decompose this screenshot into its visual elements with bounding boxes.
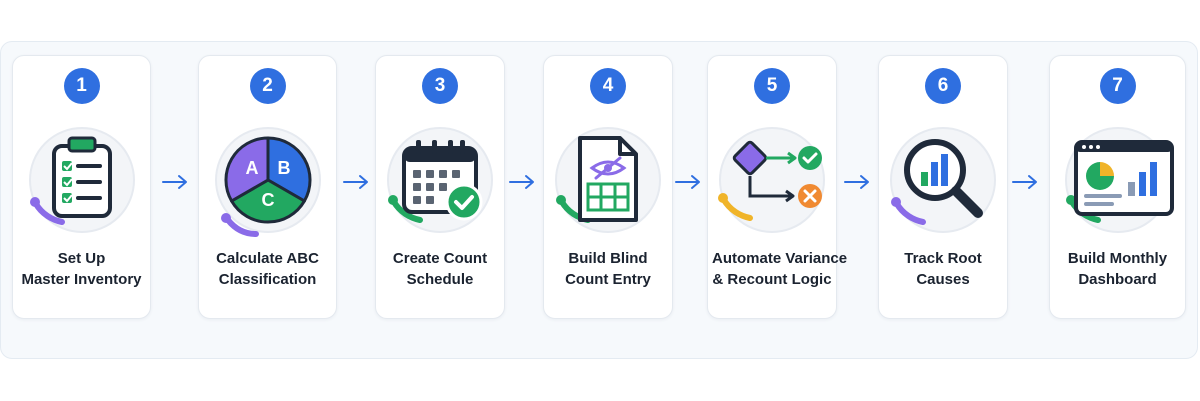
step-title-line2: Master Inventory bbox=[21, 271, 142, 288]
step-card-7: 7 Build Monthly Dashboard bbox=[1049, 55, 1186, 319]
step-title-line1: Build Monthly bbox=[1067, 250, 1168, 267]
step-title-line2: Count Entry bbox=[565, 271, 651, 288]
step-title-line1: Set Up bbox=[57, 250, 106, 267]
clipboard-checklist-icon bbox=[22, 120, 142, 240]
step-title-line2: Schedule bbox=[406, 271, 474, 288]
step-title: Set Up Master Inventory bbox=[17, 248, 146, 290]
step-title: Automate Variance & Recount Logic bbox=[712, 248, 848, 290]
step-title: Build Blind Count Entry bbox=[548, 248, 668, 290]
pie-letter-c: C bbox=[261, 190, 274, 210]
step-title: Calculate ABC Classification bbox=[203, 248, 332, 290]
step-title-line1: Create Count bbox=[392, 250, 488, 267]
step-title: Create Count Schedule bbox=[380, 248, 500, 290]
magnifier-chart-icon bbox=[883, 120, 1003, 240]
right-arrow-icon bbox=[160, 172, 190, 192]
right-arrow-icon bbox=[673, 172, 703, 192]
step-number-badge: 3 bbox=[422, 68, 458, 104]
step-title-line2: Classification bbox=[218, 271, 317, 288]
abc-pie-chart-icon: A B C bbox=[208, 120, 328, 240]
decision-flow-icon bbox=[712, 120, 832, 240]
step-card-6: 6 Track Root Causes bbox=[878, 55, 1008, 319]
step-title-line2: Dashboard bbox=[1078, 271, 1157, 288]
step-title-line2: & Recount Logic bbox=[712, 271, 832, 288]
step-title: Track Root Causes bbox=[883, 248, 1003, 290]
step-number-badge: 5 bbox=[754, 68, 790, 104]
step-card-2: 2 A B C Calculate ABC Classification bbox=[198, 55, 337, 319]
step-card-1: 1 Set Up Master Inventory bbox=[12, 55, 151, 319]
step-number-badge: 6 bbox=[925, 68, 961, 104]
step-title-line1: Build Blind bbox=[568, 250, 648, 267]
hidden-document-icon bbox=[548, 120, 668, 240]
step-title-line1: Track Root bbox=[904, 250, 982, 267]
step-title: Build Monthly Dashboard bbox=[1054, 248, 1181, 290]
dashboard-window-icon bbox=[1058, 120, 1178, 240]
right-arrow-icon bbox=[842, 172, 872, 192]
step-number-badge: 2 bbox=[249, 68, 286, 104]
step-card-5: 5 Automate Variance & Recount Logic bbox=[707, 55, 848, 319]
step-card-4: 4 Build Blind Count Entry bbox=[543, 55, 673, 319]
pie-letter-b: B bbox=[277, 158, 290, 178]
step-number-badge: 4 bbox=[590, 68, 626, 104]
step-title-line1: Calculate ABC bbox=[216, 250, 319, 267]
step-card-3: 3 Create Count Schedule bbox=[375, 55, 505, 319]
step-title-line2: Causes bbox=[916, 271, 970, 288]
right-arrow-icon bbox=[1010, 172, 1040, 192]
calendar-check-icon bbox=[380, 120, 500, 240]
pie-letter-a: A bbox=[245, 158, 258, 178]
step-number-badge: 7 bbox=[1099, 68, 1136, 104]
step-title-line1: Automate Variance bbox=[712, 250, 848, 267]
step-number-badge: 1 bbox=[63, 68, 100, 104]
right-arrow-icon bbox=[341, 172, 371, 192]
right-arrow-icon bbox=[507, 172, 537, 192]
